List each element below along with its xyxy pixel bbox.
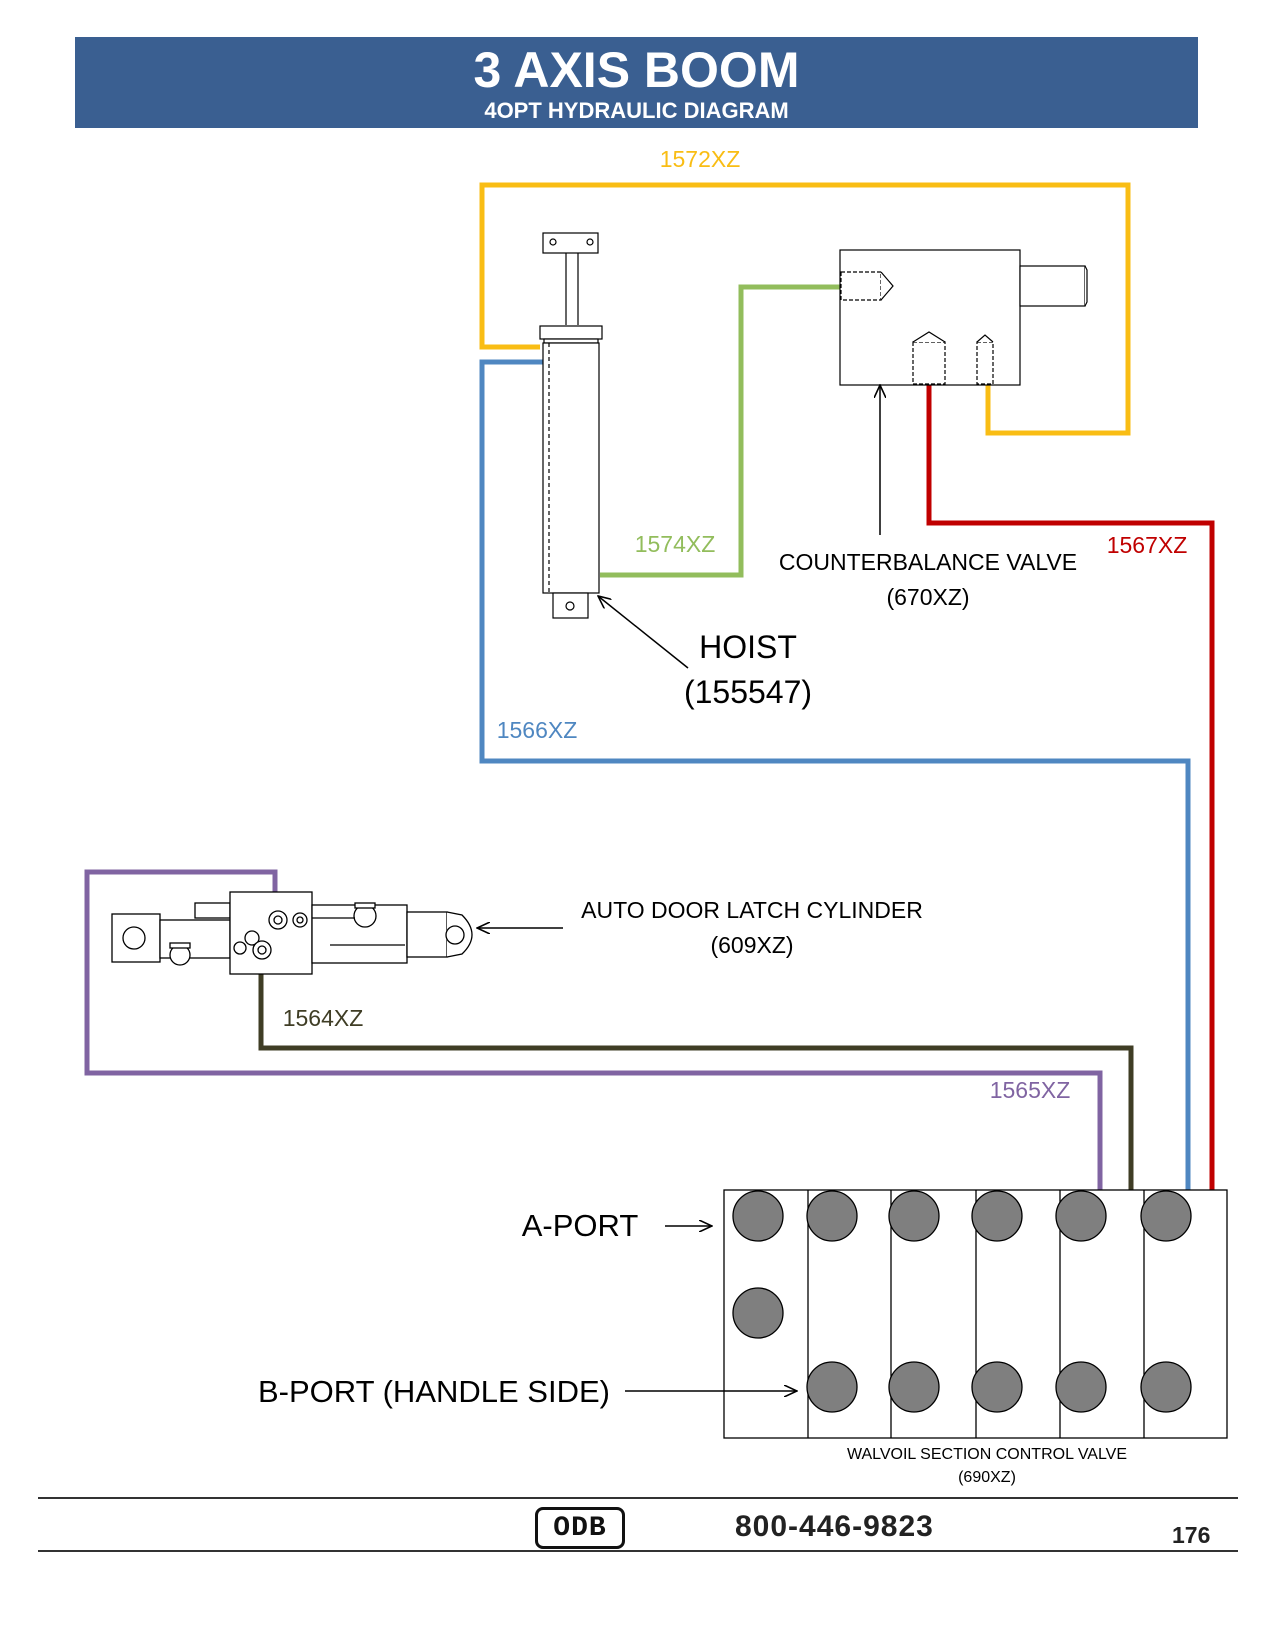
counterbalance-name: COUNTERBALANCE VALVE (779, 549, 1077, 575)
footer-rule-top (38, 1497, 1238, 1499)
b-port-3 (888, 1361, 940, 1413)
a-port-label: A-PORT (522, 1208, 639, 1243)
phone-number: 800-446-9823 (735, 1510, 934, 1543)
b-port-1 (732, 1287, 784, 1339)
b-port-2 (806, 1361, 858, 1413)
hose-1566xz (479, 359, 1191, 1215)
hoist-cylinder (539, 232, 603, 619)
label-1567xz: 1567XZ (1107, 532, 1188, 558)
hose-1565xz (84, 869, 1103, 1215)
a-port-2 (806, 1190, 858, 1242)
a-port-6 (1140, 1190, 1192, 1242)
b-port-4 (971, 1361, 1023, 1413)
a-port-1 (732, 1190, 784, 1242)
label-1566xz: 1566XZ (497, 717, 578, 743)
footer-rule-bottom (38, 1550, 1238, 1552)
page-subtitle: 4OPT HYDRAULIC DIAGRAM (484, 98, 789, 123)
counterbalance-part: (670XZ) (886, 584, 969, 610)
label-1564xz: 1564XZ (283, 1005, 364, 1031)
b-port-label: B-PORT (HANDLE SIDE) (258, 1374, 610, 1409)
a-port-5 (1055, 1190, 1107, 1242)
a-port-4 (971, 1190, 1023, 1242)
valve-part: (690XZ) (958, 1469, 1016, 1486)
counterbalance-valve (839, 249, 1088, 386)
label-1572xz: 1572XZ (660, 146, 741, 172)
hose-1572xz (479, 182, 1131, 436)
label-1574xz: 1574XZ (635, 531, 716, 557)
a-port-3 (888, 1190, 940, 1242)
hose-1574xz (600, 284, 840, 578)
b-port-5 (1055, 1361, 1107, 1413)
valve-name: WALVOIL SECTION CONTROL VALVE (847, 1446, 1127, 1463)
walvoil-control-valve (723, 1189, 1228, 1439)
hoist-part: (155547) (684, 674, 812, 710)
auto-door-latch-cylinder (111, 891, 473, 975)
odb-logo-text: ODB (553, 1512, 607, 1544)
label-1565xz: 1565XZ (990, 1077, 1071, 1103)
odb-logo: ODB (535, 1507, 625, 1549)
page-title: 3 AXIS BOOM (473, 42, 800, 98)
page-number: 176 (1172, 1522, 1211, 1548)
title-banner: 3 AXIS BOOM 4OPT HYDRAULIC DIAGRAM (75, 37, 1198, 128)
hoist-name: HOIST (699, 629, 797, 665)
b-port-6 (1140, 1361, 1192, 1413)
latch-part: (609XZ) (710, 932, 793, 958)
latch-name: AUTO DOOR LATCH CYLINDER (581, 897, 923, 923)
hoist-leader (598, 596, 689, 669)
